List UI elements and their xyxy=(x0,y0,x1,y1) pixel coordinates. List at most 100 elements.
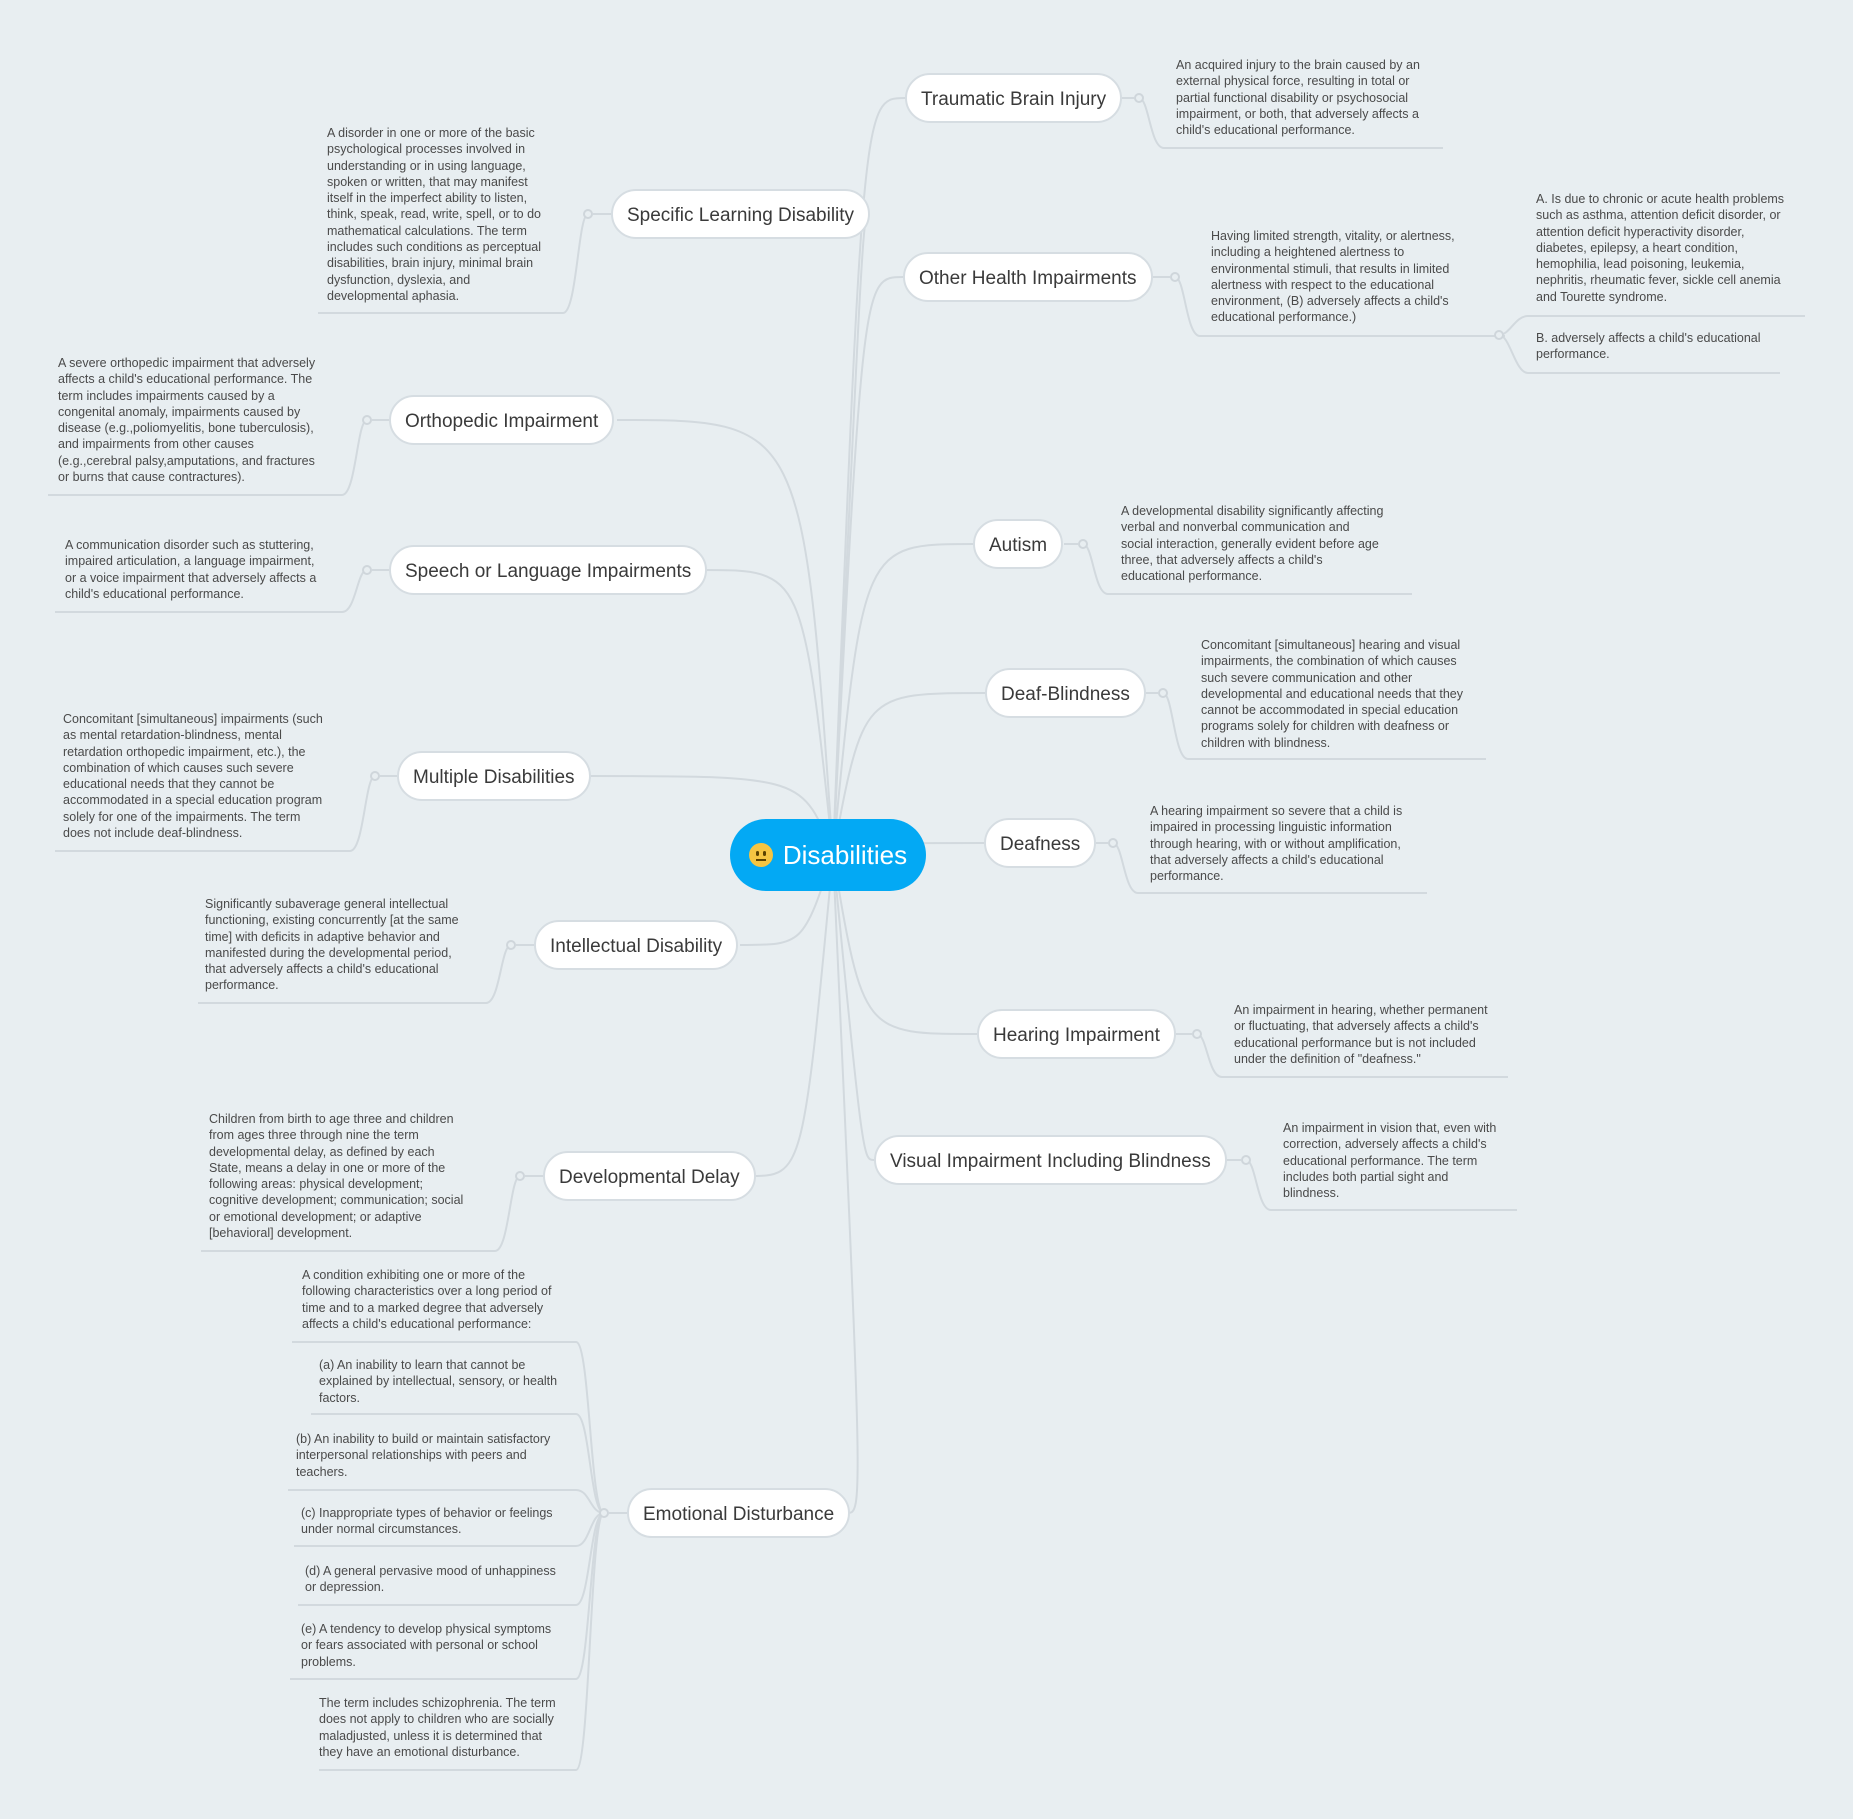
note-intellectual-disability: Significantly subaverage general intelle… xyxy=(205,896,459,994)
note-line: A communication disorder such as stutter… xyxy=(65,538,314,552)
branch-connector xyxy=(832,97,906,856)
topic-orthopedic-impairment[interactable]: Orthopedic Impairment xyxy=(389,395,615,445)
collapse-knob[interactable] xyxy=(515,1171,525,1181)
note-line: (c) Inappropriate types of behavior or f… xyxy=(301,1506,553,1520)
branch-connector xyxy=(832,854,875,1161)
note-line: itself in the imperfect ability to liste… xyxy=(327,191,528,206)
note-line: term includes impairments caused by a xyxy=(58,388,275,403)
note-connector xyxy=(311,1413,605,1514)
collapse-knob[interactable] xyxy=(362,415,372,425)
note-line: factors. xyxy=(319,1390,360,1405)
topic-label: Speech or Language Impairments xyxy=(405,561,692,582)
topic-speech-language-impairments[interactable]: Speech or Language Impairments xyxy=(389,545,708,595)
note-line: (e.g.,cerebral palsy,amputations, and fr… xyxy=(58,453,315,468)
note-line: (b) An inability to build or maintain sa… xyxy=(296,1432,551,1446)
note-emotional-b: (b) An inability to build or maintain sa… xyxy=(296,1431,550,1480)
topic-label: Visual Impairment Including Blindness xyxy=(890,1151,1211,1172)
topic-emotional-disturbance[interactable]: Emotional Disturbance xyxy=(627,1488,851,1538)
note-line: [behavioral] development. xyxy=(209,1226,353,1241)
note-other-health-sub-a: A. Is due to chronic or acute health pro… xyxy=(1536,191,1784,305)
topic-multiple-disabilities[interactable]: Multiple Disabilities xyxy=(397,751,591,801)
note-line: that adversely affects a child's educati… xyxy=(1150,852,1384,867)
topic-deaf-blindness[interactable]: Deaf-Blindness xyxy=(985,668,1146,718)
collapse-knob[interactable] xyxy=(1078,539,1088,549)
note-line: includes such conditions as perceptual xyxy=(327,240,542,255)
note-line: An acquired injury to the brain caused b… xyxy=(1176,58,1420,72)
note-line: Having limited strength, vitality, or al… xyxy=(1211,229,1455,243)
note-line: educational performance. The term xyxy=(1283,1153,1478,1168)
topic-autism[interactable]: Autism xyxy=(973,519,1064,569)
topic-specific-learning-disability[interactable]: Specific Learning Disability xyxy=(611,189,871,239)
collapse-knob[interactable] xyxy=(370,771,380,781)
topic-traumatic-brain-injury[interactable]: Traumatic Brain Injury xyxy=(905,73,1123,123)
note-speech-language: A communication disorder such as stutter… xyxy=(65,537,316,602)
note-connector xyxy=(319,1512,605,1771)
note-line: three, that adversely affects a child's xyxy=(1121,552,1323,567)
note-line: impairment, or both, that adversely affe… xyxy=(1176,106,1419,121)
note-line: or depression. xyxy=(305,1580,385,1595)
topic-label: Multiple Disabilities xyxy=(413,767,575,788)
topic-hearing-impairment[interactable]: Hearing Impairment xyxy=(977,1009,1176,1059)
note-line: educational needs that they cannot be xyxy=(63,777,275,792)
collapse-knob[interactable] xyxy=(1494,330,1504,340)
note-line: environment, (B) adversely affects a chi… xyxy=(1211,294,1449,309)
note-line: combination of which causes such severe xyxy=(63,760,294,775)
note-line: affects a child's educational performanc… xyxy=(302,1316,532,1331)
note-traumatic-brain-injury: An acquired injury to the brain caused b… xyxy=(1176,57,1420,138)
note-line: child's educational performance. xyxy=(65,586,244,601)
note-line: congenital anomaly, impairments caused b… xyxy=(58,404,301,419)
note-emotional-a: (a) An inability to learn that cannot be… xyxy=(319,1357,557,1406)
note-line: or emotional development; or adaptive xyxy=(209,1209,422,1224)
note-line: think, speak, read, write, spell, or to … xyxy=(327,207,541,222)
note-line: child's educational performance. xyxy=(1176,123,1355,138)
note-line: dysfunction, dyslexia, and xyxy=(327,272,471,287)
note-line: An impairment in hearing, whether perman… xyxy=(1234,1003,1488,1017)
note-line: educational performance but is not inclu… xyxy=(1234,1035,1476,1050)
note-line: developmental aphasia. xyxy=(327,288,460,303)
collapse-knob[interactable] xyxy=(362,565,372,575)
collapse-knob[interactable] xyxy=(1192,1029,1202,1039)
branch-connector xyxy=(832,692,986,856)
note-multiple-disabilities: Concomitant [simultaneous] impairments (… xyxy=(63,711,323,841)
note-line: developmental delay, as defined by each xyxy=(209,1144,435,1159)
note-orthopedic-impairment: A severe orthopedic impairment that adve… xyxy=(58,355,315,485)
collapse-knob[interactable] xyxy=(506,940,516,950)
note-line: hemophilia, lead poisoning, leukemia, xyxy=(1536,257,1745,272)
topic-intellectual-disability[interactable]: Intellectual Disability xyxy=(534,920,739,970)
note-line: blindness. xyxy=(1283,1186,1340,1201)
note-line: A disorder in one or more of the basic xyxy=(327,126,535,140)
topic-visual-impairment[interactable]: Visual Impairment Including Blindness xyxy=(874,1135,1227,1185)
note-line: State, means a delay in one or more of t… xyxy=(209,1160,446,1175)
topic-other-health-impairments[interactable]: Other Health Impairments xyxy=(903,252,1153,302)
topic-label: Deaf-Blindness xyxy=(1001,684,1130,705)
collapse-knob[interactable] xyxy=(1158,688,1168,698)
note-line: Significantly subaverage general intelle… xyxy=(205,897,449,911)
collapse-knob[interactable] xyxy=(1134,93,1144,103)
collapse-knob[interactable] xyxy=(1108,838,1118,848)
note-deaf-blindness: Concomitant [simultaneous] hearing and v… xyxy=(1201,637,1463,751)
note-line: impairments, the combination of which ca… xyxy=(1201,654,1457,669)
note-other-health-impairments: Having limited strength, vitality, or al… xyxy=(1211,228,1455,326)
topic-label: Traumatic Brain Injury xyxy=(921,89,1107,110)
central-topic[interactable]: Disabilities xyxy=(730,819,926,891)
note-line: impaired in processing linguistic inform… xyxy=(1150,820,1392,835)
topic-developmental-delay[interactable]: Developmental Delay xyxy=(543,1151,756,1201)
note-line: time and to a marked degree that adverse… xyxy=(302,1300,544,1315)
note-line: social interaction, generally evident be… xyxy=(1121,536,1379,551)
note-line: A. Is due to chronic or acute health pro… xyxy=(1536,192,1785,206)
branch-connector xyxy=(616,419,834,856)
note-line: Concomitant [simultaneous] impairments (… xyxy=(63,712,323,726)
collapse-knob[interactable] xyxy=(599,1508,609,1518)
branch-connector xyxy=(748,854,834,1177)
note-line: Children from birth to age three and chi… xyxy=(209,1112,454,1126)
collapse-knob[interactable] xyxy=(583,209,593,219)
note-line: disabilities, brain injury, minimal brai… xyxy=(327,256,534,271)
note-line: performance. xyxy=(205,978,279,993)
note-line: B. adversely affects a child's education… xyxy=(1536,331,1761,345)
collapse-knob[interactable] xyxy=(1170,272,1180,282)
collapse-knob[interactable] xyxy=(1241,1155,1251,1165)
note-line: programs solely for children with deafne… xyxy=(1201,719,1450,734)
topic-deafness[interactable]: Deafness xyxy=(984,818,1097,868)
